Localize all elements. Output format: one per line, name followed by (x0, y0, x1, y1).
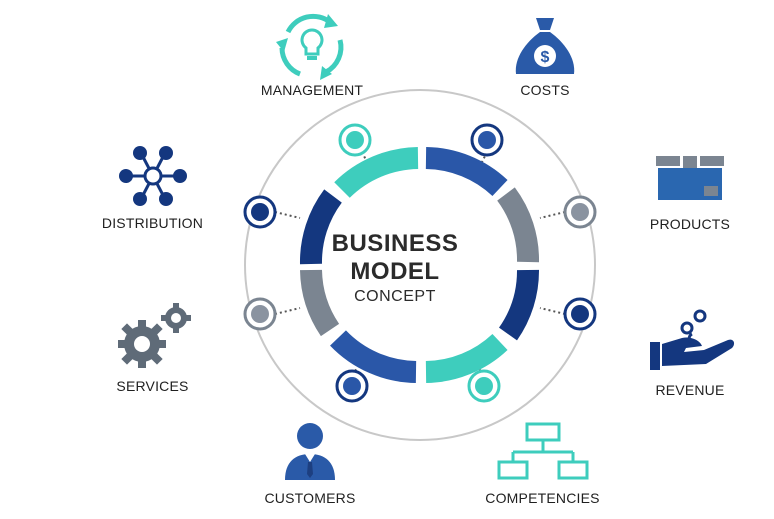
center-line-business: BUSINESS (331, 230, 459, 257)
item-products: PRODUCTS (620, 150, 760, 232)
network-hub-icon (118, 146, 187, 206)
nodes (243, 123, 597, 403)
hand-coins-icon (650, 309, 735, 370)
segment-right-lower (498, 269, 540, 341)
segment-left-upper (300, 189, 342, 265)
segment-right-upper (497, 187, 539, 263)
item-customers: CUSTOMERS (245, 420, 375, 506)
item-revenue: REVENUE (625, 308, 755, 398)
label-management: MANAGEMENT (260, 82, 364, 98)
segment-bottom-left (330, 330, 417, 383)
node-right-upper (563, 195, 597, 229)
node-left-upper (243, 195, 277, 229)
segment-top-right (425, 147, 508, 197)
lightbulb-cycle-icon (276, 13, 344, 80)
label-competencies: COMPETENCIES (485, 490, 600, 506)
money-bag-icon: $ (515, 18, 575, 74)
outer-ring (244, 89, 596, 441)
center-title: BUSINESS MODEL CONCEPT (310, 230, 480, 308)
org-chart-icon (497, 422, 588, 480)
label-products: PRODUCTS (649, 216, 731, 232)
label-distribution: DISTRIBUTION (101, 215, 204, 231)
label-revenue: REVENUE (655, 382, 725, 398)
item-services: SERVICES (90, 300, 215, 394)
item-management: MANAGEMENT (242, 10, 382, 98)
businessman-icon (285, 423, 335, 480)
node-bottom-right (467, 369, 501, 403)
label-services: SERVICES (116, 378, 189, 394)
gears-icon (117, 303, 191, 368)
node-top-right (470, 123, 504, 157)
label-costs: COSTS (520, 82, 570, 98)
center-line-model: MODEL (350, 258, 440, 285)
label-customers: CUSTOMERS (264, 490, 356, 506)
item-competencies: COMPETENCIES (460, 420, 625, 506)
item-costs: $ COSTS (485, 10, 605, 98)
node-right-lower (563, 297, 597, 331)
segments (300, 147, 540, 383)
node-left-lower (243, 297, 277, 331)
center-line-concept: CONCEPT (354, 288, 436, 305)
product-box-icon (656, 156, 724, 200)
segment-left-lower (300, 269, 340, 337)
svg-text:$: $ (541, 49, 550, 66)
item-distribution: DISTRIBUTION (80, 145, 225, 231)
node-bottom-left (335, 369, 369, 403)
segment-bottom-right (425, 333, 508, 383)
node-top-left (338, 123, 372, 157)
segment-top-left (334, 147, 419, 199)
